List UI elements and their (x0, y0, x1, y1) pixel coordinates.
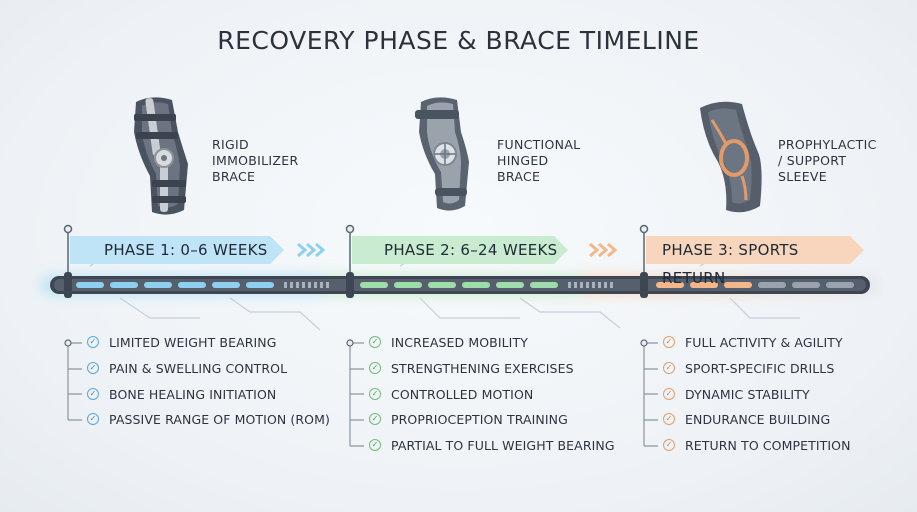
list-item: ✓PARTIAL TO FULL WEIGHT BEARING (369, 433, 615, 459)
chevron-right-icon-2 (589, 242, 618, 258)
phase-2-segments (360, 282, 558, 288)
phase-2-label: PHASE 2: 6–24 WEEKS (384, 241, 558, 259)
chevron-right-icon-1 (297, 242, 326, 258)
phase-3-label-bg (646, 236, 864, 264)
phase-3-label: PHASE 3: SPORTS RETURN (662, 241, 799, 287)
list-item: ✓PASSIVE RANGE OF MOTION (ROM) (87, 407, 330, 433)
list-item: ✓FULL ACTIVITY & AGILITY (663, 330, 851, 356)
functional-hinged-brace-icon (415, 97, 469, 211)
phase-2-label-bg (352, 236, 568, 264)
check-icon: ✓ (87, 387, 99, 400)
transition-ticks-2 (568, 282, 613, 288)
list-item: ✓INCREASED MOBILITY (369, 330, 615, 356)
list-item: ✓PROPRIOCEPTION TRAINING (369, 407, 615, 433)
list-item: ✓BONE HEALING INITIATION (87, 382, 330, 408)
rigid-immobilizer-brace-icon (134, 97, 188, 215)
page-title: RECOVERY PHASE & BRACE TIMELINE (217, 26, 700, 55)
check-icon: ✓ (87, 336, 99, 348)
check-icon: ✓ (87, 361, 99, 374)
check-icon: ✓ (663, 361, 675, 374)
check-icon: ✓ (87, 413, 99, 426)
phase-2-list: ✓INCREASED MOBILITY ✓STRENGTHENING EXERC… (369, 330, 615, 459)
list-item: ✓RETURN TO COMPETITION (663, 433, 851, 459)
check-icon: ✓ (663, 387, 675, 400)
list-item: ✓PAIN & SWELLING CONTROL (87, 356, 330, 382)
list-item: ✓SPORT-SPECIFIC DRILLS (663, 356, 851, 382)
list-item: ✓DYNAMIC STABILITY (663, 382, 851, 408)
phase-3-list: ✓FULL ACTIVITY & AGILITY ✓SPORT-SPECIFIC… (663, 330, 851, 459)
check-icon: ✓ (369, 336, 381, 348)
phase-1-label: PHASE 1: 0–6 WEEKS (104, 241, 268, 259)
list-brackets (67, 342, 658, 447)
check-icon: ✓ (369, 387, 381, 400)
brace-label-sleeve: PROPHYLACTIC / SUPPORT SLEEVE (778, 137, 877, 184)
list-item: ✓ENDURANCE BUILDING (663, 407, 851, 433)
list-item: ✓CONTROLLED MOTION (369, 382, 615, 408)
brace-label-rigid: RIGID IMMOBILIZER BRACE (212, 137, 299, 184)
list-item: ✓LIMITED WEIGHT BEARING (87, 330, 330, 356)
brace-label-functional: FUNCTIONAL HINGED BRACE (497, 137, 581, 184)
transition-ticks-1 (284, 282, 329, 288)
phase-3-segments (656, 282, 854, 288)
phase-1-label-bg (70, 236, 284, 264)
check-icon: ✓ (369, 439, 381, 452)
support-sleeve-icon (700, 101, 762, 213)
check-icon: ✓ (663, 413, 675, 426)
check-icon: ✓ (663, 439, 675, 452)
phase-1-list: ✓LIMITED WEIGHT BEARING ✓PAIN & SWELLING… (87, 330, 330, 433)
check-icon: ✓ (663, 336, 675, 348)
phase-1-segments (76, 282, 274, 288)
list-item: ✓STRENGTHENING EXERCISES (369, 356, 615, 382)
check-icon: ✓ (369, 361, 381, 374)
check-icon: ✓ (369, 413, 381, 426)
